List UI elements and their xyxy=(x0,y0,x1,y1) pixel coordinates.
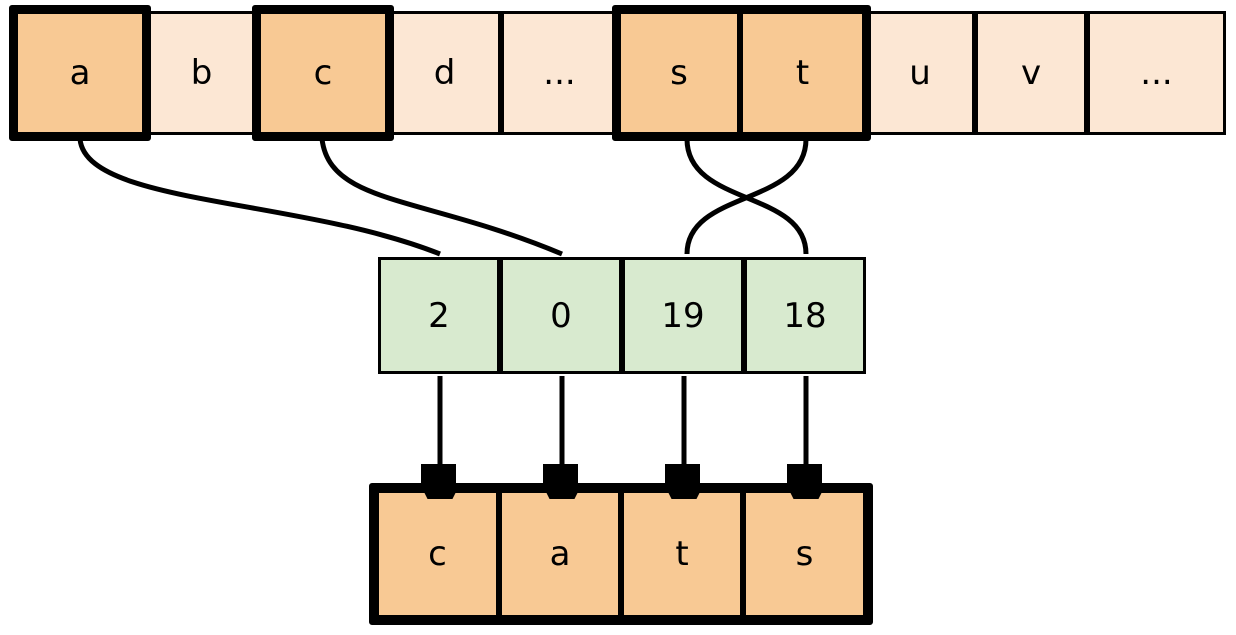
result-cell-2[interactable]: t xyxy=(621,490,743,618)
alphabet-cell-label: u xyxy=(909,53,931,93)
alphabet-cell-b[interactable]: b xyxy=(145,11,258,135)
alphabet-cell-label: a xyxy=(69,53,91,93)
index-cell-value: 18 xyxy=(783,295,827,336)
index-strip: 2 0 19 18 xyxy=(378,257,866,374)
result-cell-3[interactable]: s xyxy=(743,490,866,618)
curve-a-to-index-0 xyxy=(77,138,441,257)
alphabet-cell-v[interactable]: v xyxy=(975,11,1087,135)
alphabet-cell-label: t xyxy=(795,53,810,93)
alphabet-cell-c[interactable]: c xyxy=(258,11,388,135)
index-cell-value: 0 xyxy=(550,295,572,336)
curve-s-to-index-18 xyxy=(684,138,809,255)
alphabet-cell-t[interactable]: t xyxy=(740,11,865,135)
result-cell-1[interactable]: a xyxy=(499,490,621,618)
index-cell-3[interactable]: 18 xyxy=(744,257,866,374)
result-cell-label: c xyxy=(428,534,447,574)
result-cell-label: a xyxy=(549,534,571,574)
curve-t-to-index-19 xyxy=(684,138,809,255)
alphabet-cell-label: v xyxy=(1020,53,1042,93)
alphabet-cell-label: ... xyxy=(1140,53,1173,93)
alphabet-cell-label: d xyxy=(433,53,456,93)
alphabet-cell-label: s xyxy=(670,53,688,93)
alphabet-strip: a b c d ... s t u v ... xyxy=(9,5,1226,141)
alphabet-cell-ellipsis-1[interactable]: ... xyxy=(501,11,618,135)
index-cell-2[interactable]: 19 xyxy=(622,257,744,374)
alphabet-cell-label: ... xyxy=(543,53,576,93)
alphabet-cell-s[interactable]: s xyxy=(618,11,740,135)
alphabet-cell-a[interactable]: a xyxy=(15,11,145,135)
alphabet-cell-ellipsis-2[interactable]: ... xyxy=(1087,11,1226,135)
index-cell-0[interactable]: 2 xyxy=(378,257,500,374)
index-cell-1[interactable]: 0 xyxy=(500,257,622,374)
alphabet-cell-label: b xyxy=(190,53,213,93)
index-cell-value: 2 xyxy=(428,295,450,336)
result-strip: c a t s xyxy=(369,483,873,625)
result-cell-label: s xyxy=(795,534,814,574)
result-cell-0[interactable]: c xyxy=(376,490,499,618)
alphabet-cell-u[interactable]: u xyxy=(865,11,975,135)
alphabet-cell-label: c xyxy=(313,53,333,93)
result-cell-label: t xyxy=(675,534,689,574)
alphabet-cell-d[interactable]: d xyxy=(388,11,501,135)
index-cell-value: 19 xyxy=(661,295,705,336)
curve-c-to-index-2 xyxy=(319,138,563,257)
